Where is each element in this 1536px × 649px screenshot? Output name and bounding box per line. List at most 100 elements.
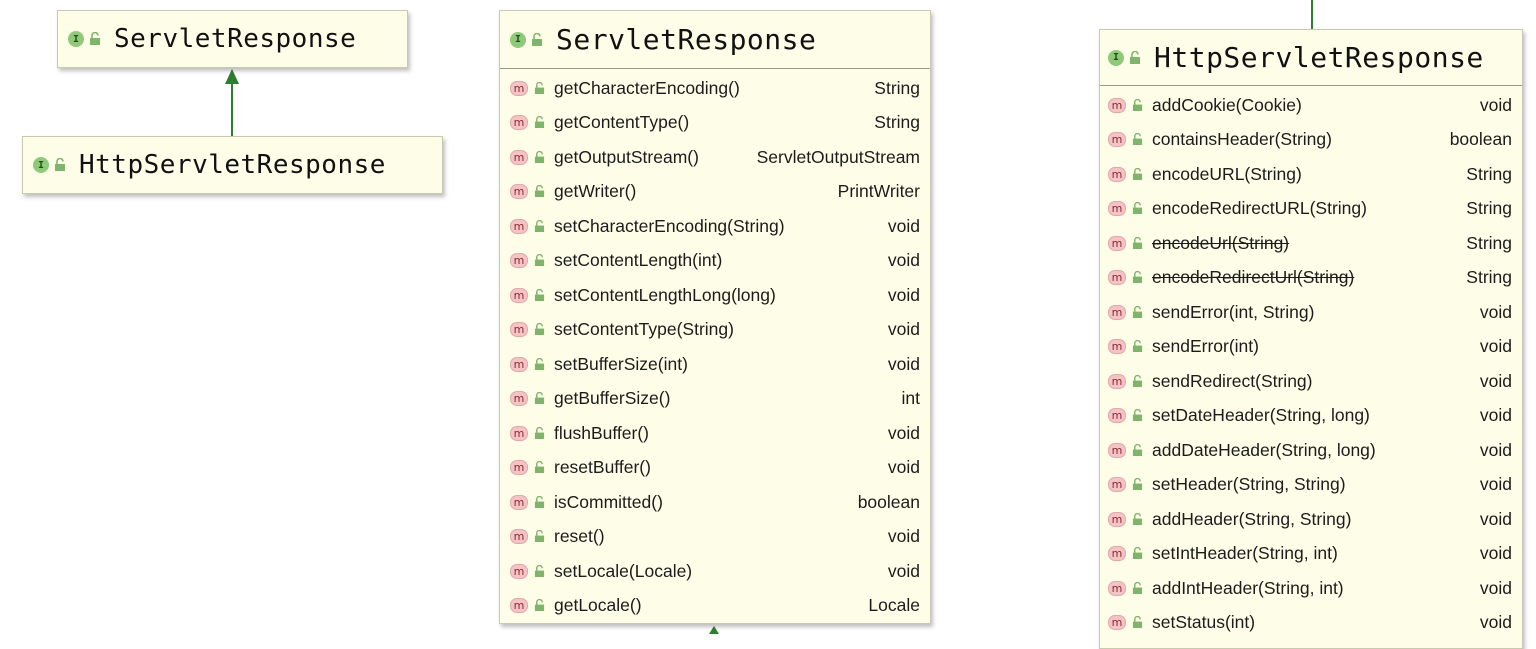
method-return-type: void [887,526,920,547]
method-name: getBufferSize() [554,388,671,409]
method-name: setCharacterEncoding(String) [554,215,785,236]
method-icon: m [510,218,528,234]
method-return-type: PrintWriter [837,181,920,202]
public-lock-icon [534,495,545,508]
public-lock-icon [1132,305,1143,318]
public-lock-icon [534,426,545,439]
method-name: addIntHeader(String, int) [1152,577,1344,598]
public-lock-icon [534,150,545,163]
method-return-type: void [1479,577,1512,598]
method-icon: m [1108,511,1126,527]
public-lock-icon [1132,616,1143,629]
method-return-type: void [1479,439,1512,460]
public-lock-icon [534,357,545,370]
public-lock-icon [1132,409,1143,422]
interface-icon: I [68,31,84,47]
method-icon: m [1108,166,1126,182]
method-icon: m [1108,270,1126,286]
method-name: setContentType(String) [554,319,734,340]
method-row[interactable]: m setCharacterEncoding(String) void [510,209,930,244]
public-lock-icon [534,323,545,336]
method-icon: m [1108,304,1126,320]
public-lock-icon [534,81,545,94]
method-return-type: void [1479,405,1512,426]
method-icon: m [510,425,528,441]
public-lock-icon [534,599,545,612]
method-icon: m [510,80,528,96]
method-row[interactable]: m addDateHeader(String, long) void [1108,433,1522,468]
method-row[interactable]: m setDateHeader(String, long) void [1108,399,1522,434]
public-lock-icon [1132,443,1143,456]
public-lock-icon [534,461,545,474]
method-return-type: void [1479,301,1512,322]
interface-icon: I [33,157,49,173]
method-name: getCharacterEncoding() [554,77,740,98]
method-name: sendError(int, String) [1152,301,1315,322]
method-icon: m [1108,442,1126,458]
public-lock-icon [1132,202,1143,215]
method-return-type: ServletOutputStream [756,146,920,167]
public-lock-icon [1132,271,1143,284]
method-icon: m [1108,408,1126,424]
method-return-type: void [887,560,920,581]
public-lock-icon [1132,478,1143,491]
method-icon: m [510,253,528,269]
method-return-type: void [887,319,920,340]
method-name: sendError(int) [1152,336,1259,357]
public-lock-icon [1132,98,1143,111]
method-name: setIntHeader(String, int) [1152,543,1338,564]
small-servlet-response-node[interactable]: I ServletResponse [57,10,408,68]
method-name: addDateHeader(String, long) [1152,439,1376,460]
method-icon: m [510,563,528,579]
method-return-type: void [1479,370,1512,391]
method-icon: m [1108,546,1126,562]
method-return-type: void [887,250,920,271]
method-name: encodeRedirectUrl(String) [1152,267,1355,288]
public-lock-icon [1132,547,1143,560]
public-lock-icon [1132,133,1143,146]
method-return-type: String [1466,232,1512,253]
method-row[interactable]: m sendError(int, String) void [1108,295,1522,330]
method-name: flushBuffer() [554,422,649,443]
method-return-type: String [1466,267,1512,288]
method-row[interactable]: m encodeRedirectUrl(String) String [1108,261,1522,296]
small-http-servlet-response-node[interactable]: I HttpServletResponse [22,136,443,194]
public-lock-icon [534,530,545,543]
method-name: addHeader(String, String) [1152,508,1352,529]
method-name: setDateHeader(String, long) [1152,405,1370,426]
method-return-type: void [887,215,920,236]
method-name: getWriter() [554,181,637,202]
method-icon: m [1108,615,1126,631]
